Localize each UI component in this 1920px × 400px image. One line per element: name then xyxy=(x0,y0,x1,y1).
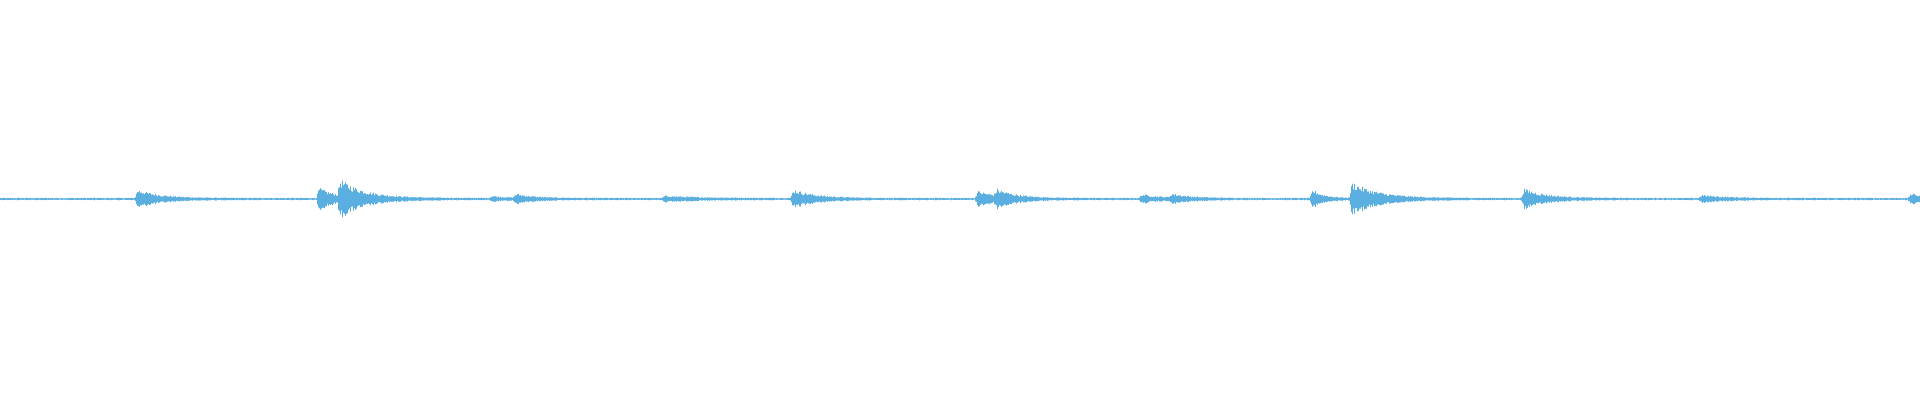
waveform-trace xyxy=(0,180,1920,218)
